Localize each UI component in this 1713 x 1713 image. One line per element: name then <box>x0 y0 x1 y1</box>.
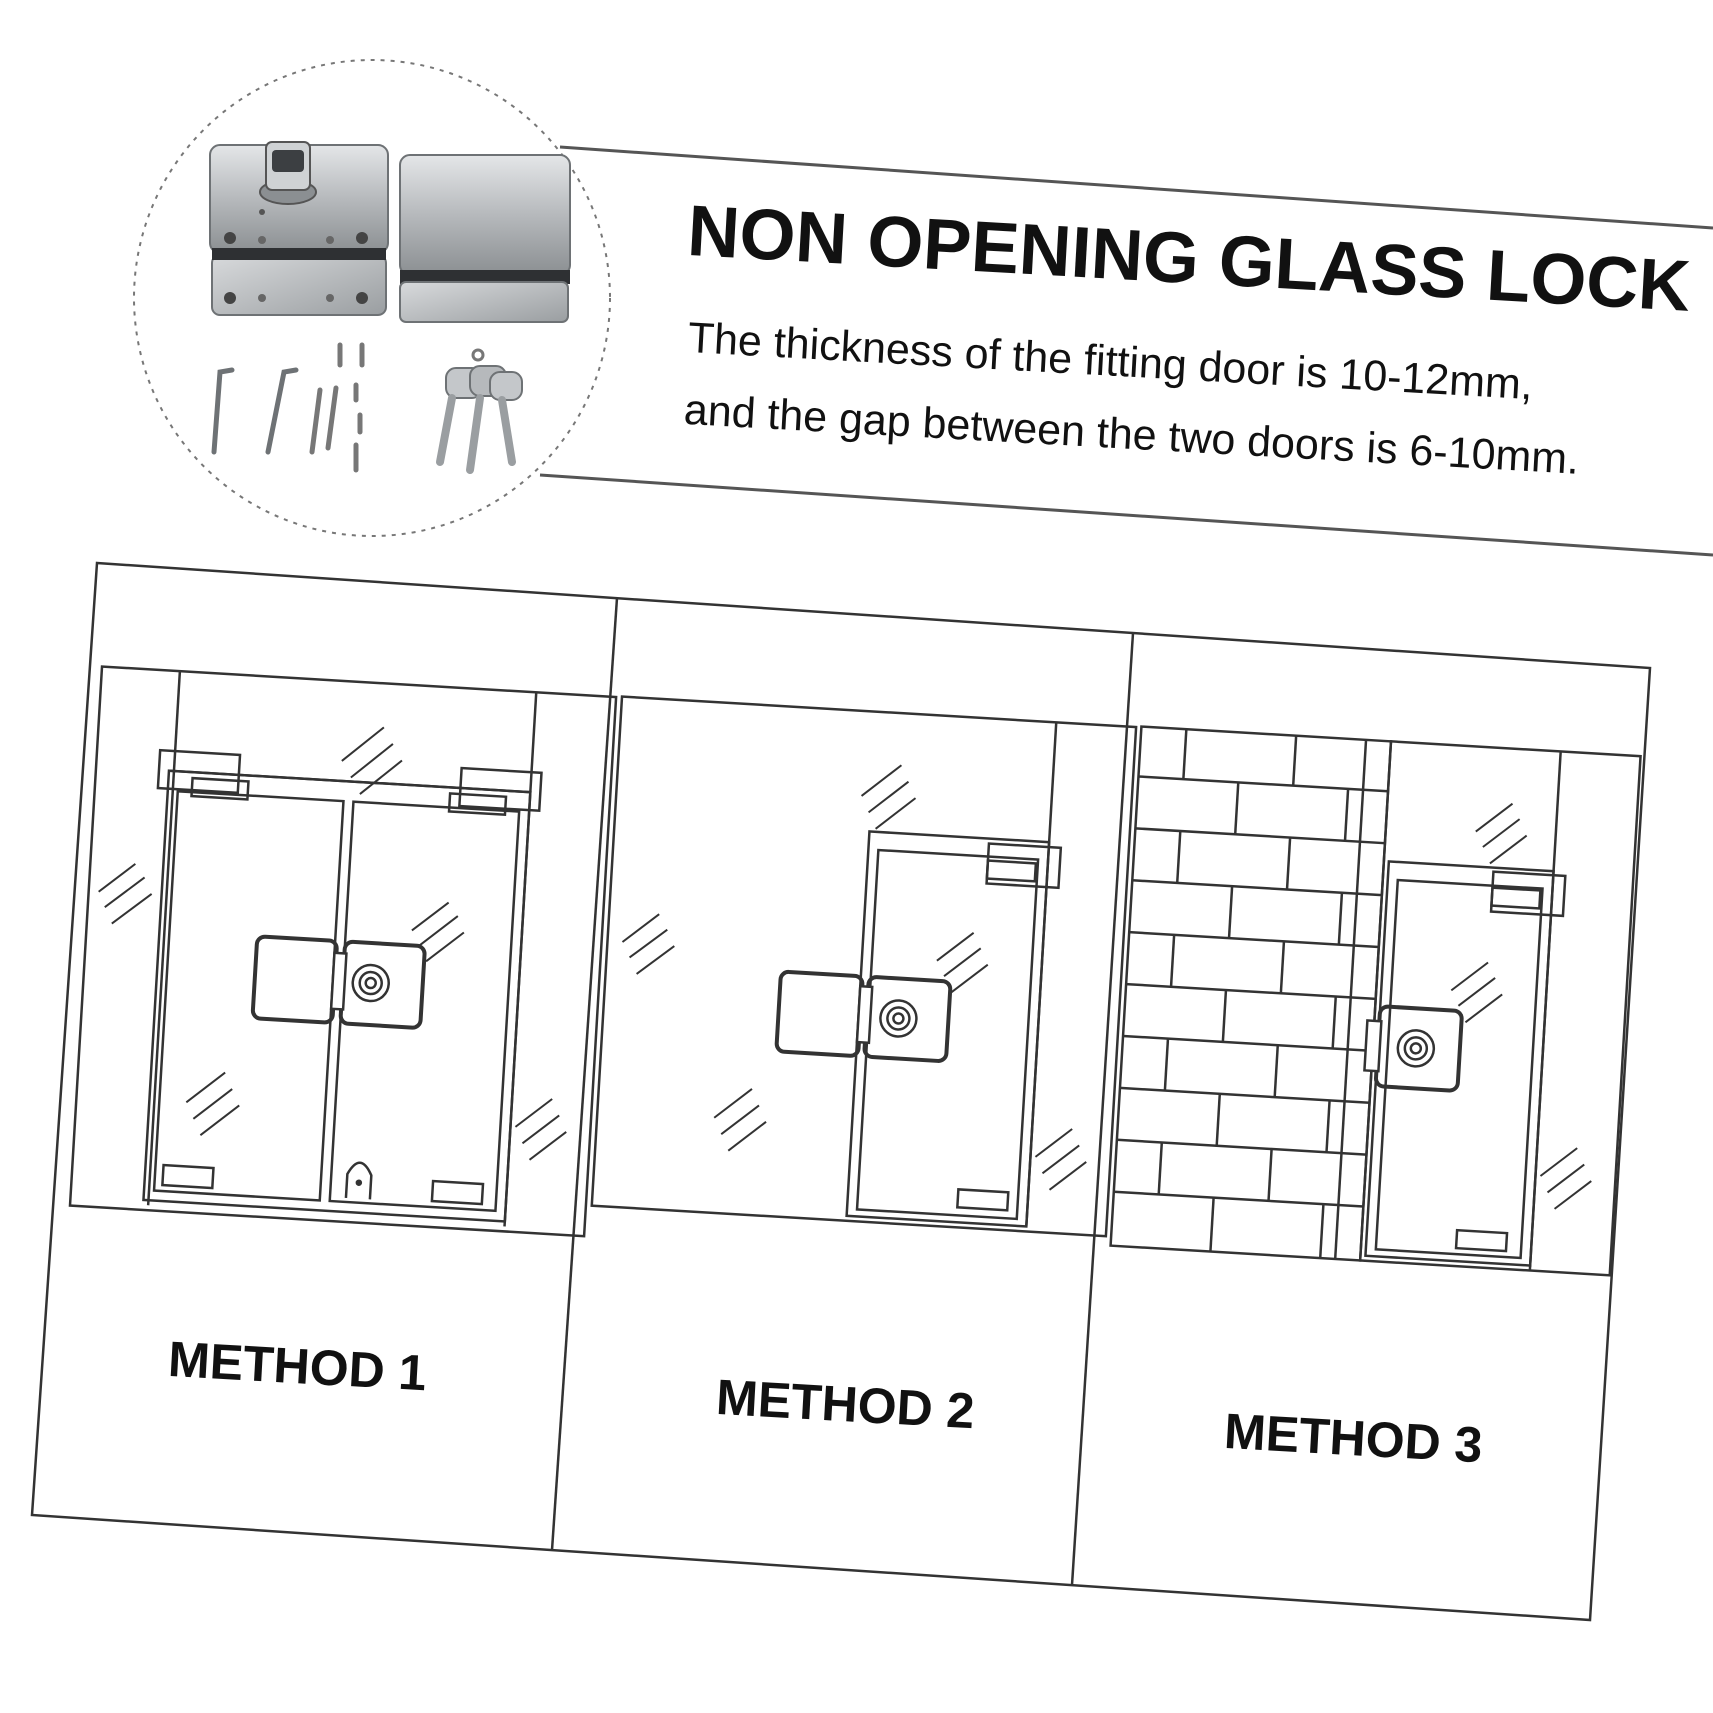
method-1-illustration <box>68 665 618 1238</box>
mounting-screws <box>309 342 365 473</box>
lock-body-left <box>209 141 389 316</box>
panel-divider-2 <box>1070 632 1135 1586</box>
method-1-opening <box>68 665 618 1238</box>
panel-divider-1 <box>550 597 619 1551</box>
banner-bottom-line <box>539 473 1713 557</box>
method-1-glass-marks <box>98 726 567 1161</box>
method-1-right-door <box>328 800 521 1213</box>
method-2-glass-marks <box>621 764 1087 1191</box>
banner-top-line <box>559 145 1713 230</box>
method-2-illustration <box>590 695 1138 1238</box>
method-3-door <box>1374 878 1544 1260</box>
method-1-lock <box>250 934 427 1030</box>
method-3-glass-marks <box>1450 802 1592 1210</box>
method-3-lock <box>1363 1004 1464 1093</box>
method-3-opening <box>1358 740 1642 1277</box>
product-photo <box>133 59 611 537</box>
lock-body-right <box>399 154 571 323</box>
method-2-opening <box>590 695 1138 1238</box>
method-2-lock <box>774 969 953 1063</box>
method-1-left-door <box>152 789 345 1202</box>
method-3-illustration <box>1109 725 1642 1277</box>
key-set <box>436 348 523 474</box>
hex-keys <box>211 367 299 455</box>
method-3-brick-wall <box>1109 725 1393 1262</box>
banner-lines <box>539 145 1713 557</box>
methods-frame <box>30 561 1652 1622</box>
